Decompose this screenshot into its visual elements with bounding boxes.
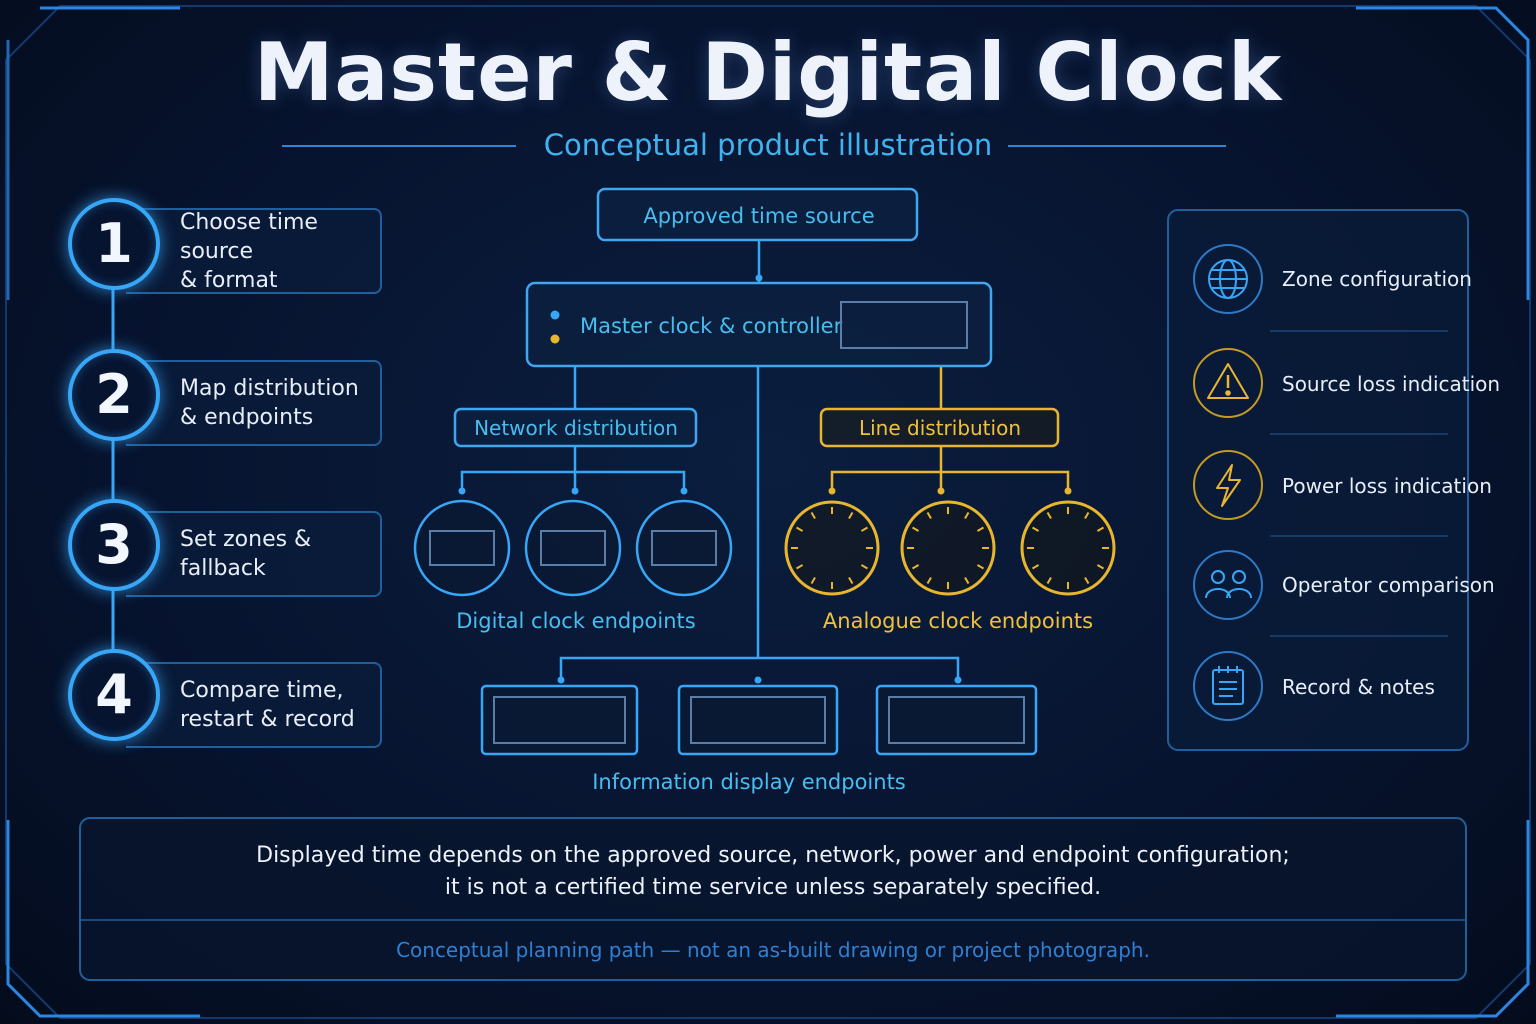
clock-tick (795, 526, 804, 532)
approved-source-label: Approved time source (643, 204, 874, 228)
network-distribution-label: Network distribution (474, 416, 678, 440)
panel-item-source-loss: Source loss indication (1282, 372, 1501, 396)
digital-endpoints-label: Digital clock endpoints (456, 609, 695, 633)
clock-tick (926, 511, 932, 520)
approved-source-box: Approved time source (596, 187, 919, 242)
digital-clock-endpoints (413, 499, 733, 597)
users-icon (1193, 550, 1263, 620)
clock-tick (926, 576, 932, 585)
master-display-screen (840, 301, 968, 349)
notepad-icon (1193, 651, 1263, 721)
feature-panel (1167, 209, 1469, 751)
step-4-number: 4 (68, 649, 160, 741)
clock-tick (1046, 576, 1052, 585)
panel-item-record-notes: Record & notes (1282, 675, 1435, 699)
step-2-label: Map distribution & endpoints (180, 376, 359, 430)
clock-tick (1096, 564, 1105, 570)
clock-tick (1084, 576, 1090, 585)
notice-text: Displayed time depends on the approved s… (80, 840, 1466, 904)
status-led-gold (550, 334, 560, 344)
line-distribution-box: Line distribution (819, 407, 1060, 448)
step-1-label: Choose time source & format (180, 209, 318, 293)
digital-clock-2 (524, 499, 622, 597)
globe-icon (1193, 244, 1263, 314)
panel-item-zone-configuration: Zone configuration (1282, 267, 1472, 291)
analogue-clock-endpoints (784, 500, 1116, 596)
digital-clock-3 (635, 499, 733, 597)
notice-footer: Conceptual planning path — not an as-bui… (396, 938, 1150, 962)
step-3-card: Set zones & fallback (126, 511, 382, 597)
clock-tick (911, 564, 920, 570)
notice-box (79, 817, 1467, 981)
clock-tick (1084, 511, 1090, 520)
line-connectors (830, 366, 1070, 494)
clock-tick (810, 576, 816, 585)
analogue-clock-2 (900, 500, 996, 596)
digital-clock-1 (413, 499, 511, 597)
network-connectors (460, 240, 960, 681)
clock-tick (964, 511, 970, 520)
step-2-number: 2 (68, 349, 160, 441)
analogue-clock-3 (1020, 500, 1116, 596)
analogue-endpoints-label: Analogue clock endpoints (823, 609, 1093, 633)
step-3-number: 3 (68, 499, 160, 591)
master-clock-label: Master clock & controller (580, 314, 843, 338)
information-display-endpoints (480, 684, 1038, 756)
notice-line-2: it is not a certified time service unles… (444, 875, 1102, 900)
step-3-label: Set zones & fallback (180, 527, 312, 581)
status-led-blue (550, 310, 560, 320)
clock-tick (1031, 564, 1040, 570)
clock-tick (810, 511, 816, 520)
clock-tick (964, 576, 970, 585)
page-subtitle: Conceptual product illustration (543, 128, 993, 162)
clock-tick (860, 526, 869, 532)
clock-tick (1031, 526, 1040, 532)
step-1-card: Choose time source & format (126, 208, 382, 294)
step-2-card: Map distribution & endpoints (126, 360, 382, 446)
panel-item-power-loss: Power loss indication (1282, 474, 1492, 498)
step-4-card: Compare time, restart & record (126, 662, 382, 748)
clock-tick (976, 526, 985, 532)
notice-line-1: Displayed time depends on the approved s… (256, 843, 1290, 868)
analogue-clock-1 (784, 500, 880, 596)
info-endpoints-label: Information display endpoints (592, 770, 906, 794)
clock-tick (848, 511, 854, 520)
info-display-3 (875, 684, 1038, 756)
line-distribution-label: Line distribution (859, 416, 1021, 440)
network-distribution-box: Network distribution (453, 407, 698, 448)
master-clock-box: Master clock & controller (525, 281, 993, 368)
connector-dots (458, 274, 962, 684)
clock-tick (795, 564, 804, 570)
step-1-number: 1 (68, 198, 160, 290)
clock-tick (1046, 511, 1052, 520)
clock-tick (860, 564, 869, 570)
info-display-1 (480, 684, 639, 756)
info-display-2 (677, 684, 839, 756)
clock-tick (976, 564, 985, 570)
clock-tick (1096, 526, 1105, 532)
clock-tick (911, 526, 920, 532)
page-title: Master & Digital Clock (253, 26, 1283, 119)
clock-tick (848, 576, 854, 585)
warning-icon (1193, 348, 1263, 418)
panel-item-operator-comparison: Operator comparison (1282, 573, 1495, 597)
step-4-label: Compare time, restart & record (180, 678, 355, 732)
lightning-icon (1193, 450, 1263, 520)
